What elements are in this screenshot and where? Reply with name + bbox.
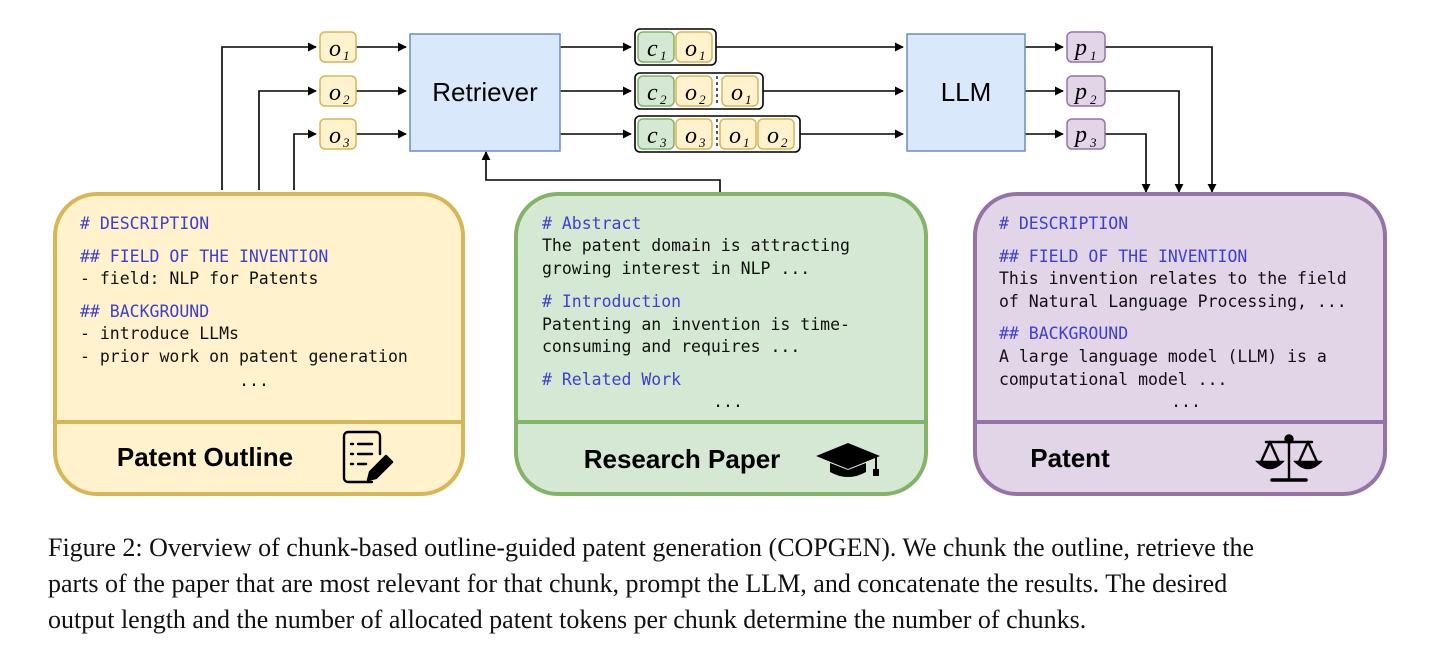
checklist-pen-icon <box>342 430 394 484</box>
output-chunk-token: p 1 <box>1066 31 1106 63</box>
caption-line: Figure 2: Overview of chunk-based outlin… <box>48 533 1255 562</box>
context-group: c 3 o 3 o 1 o 2 <box>634 115 801 153</box>
token-subscript: 1 <box>660 48 667 63</box>
token-subscript: 1 <box>743 135 750 150</box>
token-letter: c <box>647 123 658 149</box>
outline-line: ## BACKGROUND <box>80 302 209 321</box>
card-title: Patent <box>1030 443 1110 473</box>
outline-line: # DESCRIPTION <box>80 214 209 233</box>
llm-label: LLM <box>941 77 992 107</box>
context-group: c 1 o 1 <box>634 28 717 66</box>
paper-line: # Introduction <box>542 292 681 311</box>
output-chunk-token: p 2 <box>1066 75 1106 107</box>
token-subscript: 3 <box>342 135 350 150</box>
arrow-p3-to-patent <box>1105 133 1151 193</box>
paper-line: consuming and requires ... <box>542 337 800 356</box>
retriever-block: Retriever <box>409 33 561 152</box>
graduation-cap-icon <box>816 443 880 477</box>
patent-outline-card: # DESCRIPTION ## FIELD OF THE INVENTION … <box>53 192 465 496</box>
token-letter: c <box>647 80 658 106</box>
token-letter: o <box>685 80 697 106</box>
connector-arrows <box>221 42 1217 193</box>
figure-caption: Figure 2: Overview of chunk-based outlin… <box>48 530 1398 638</box>
patent-line: ## BACKGROUND <box>999 324 1128 343</box>
outline-chunks: o 1 o 2 o 3 <box>319 31 357 150</box>
token-letter: o <box>329 80 341 106</box>
token-subscript: 3 <box>1089 135 1097 150</box>
outline-line: ... <box>239 371 269 390</box>
outline-chunk-token: o 1 <box>319 31 357 63</box>
outline-chunk-token: o 3 <box>319 118 357 150</box>
caption-line: output length and the number of allocate… <box>48 605 1087 634</box>
outline-line: - introduce LLMs <box>80 324 239 343</box>
token-subscript: 2 <box>1090 92 1097 107</box>
arrow-paper-to-retriever <box>481 151 721 192</box>
arrow-outline-to-o1 <box>221 42 317 190</box>
patent-line: of Natural Language Processing, ... <box>999 292 1347 311</box>
patent-line: ## FIELD OF THE INVENTION <box>999 247 1247 266</box>
card-title: Research Paper <box>584 444 781 474</box>
context-group: c 2 o 2 o 1 <box>634 72 764 110</box>
token-letter: o <box>685 123 697 149</box>
copgen-diagram: o 1 o 2 o 3 Retriever c 1 o 1 c 2 o <box>53 28 1387 496</box>
paper-line: # Abstract <box>542 214 641 233</box>
token-letter: o <box>329 36 341 62</box>
token-subscript: 3 <box>698 135 706 150</box>
token-subscript: 1 <box>1090 48 1097 63</box>
token-letter: o <box>729 123 741 149</box>
paper-line: Patenting an invention is time- <box>542 315 850 334</box>
token-letter: o <box>767 123 779 149</box>
paper-line: # Related Work <box>542 370 681 389</box>
research-paper-card: # Abstract The patent domain is attracti… <box>514 192 928 496</box>
arrow-p1-to-patent <box>1105 46 1217 193</box>
arrow-outline-to-o3 <box>293 129 317 190</box>
outline-chunk-token: o 2 <box>319 75 357 107</box>
token-letter: p <box>1073 79 1087 105</box>
token-letter: p <box>1073 35 1087 61</box>
token-subscript: 1 <box>699 48 706 63</box>
token-subscript: 2 <box>781 135 788 150</box>
patent-card: # DESCRIPTION ## FIELD OF THE INVENTION … <box>973 192 1387 496</box>
card-title: Patent Outline <box>117 442 293 472</box>
token-subscript: 1 <box>745 92 752 107</box>
token-subscript: 2 <box>660 92 667 107</box>
token-subscript: 2 <box>343 92 350 107</box>
arrow-p2-to-patent <box>1105 90 1184 193</box>
token-letter: c <box>647 36 658 62</box>
retriever-label: Retriever <box>432 77 538 107</box>
patent-line: This invention relates to the field <box>999 269 1347 288</box>
arrow-outline-to-o2 <box>258 86 317 190</box>
output-chunks: p 1 p 2 p 3 <box>1066 31 1106 150</box>
token-subscript: 3 <box>659 135 667 150</box>
token-letter: o <box>685 36 697 62</box>
caption-line: parts of the paper that are most relevan… <box>48 569 1228 598</box>
patent-line: ... <box>1171 392 1201 411</box>
patent-line: # DESCRIPTION <box>999 214 1128 233</box>
patent-line: computational model ... <box>999 370 1227 389</box>
paper-line: The patent domain is attracting <box>542 236 850 255</box>
outline-line: - prior work on patent generation <box>80 347 408 366</box>
patent-line: A large language model (LLM) is a <box>999 347 1327 366</box>
token-subscript: 2 <box>699 92 706 107</box>
scales-icon <box>1255 434 1323 482</box>
token-subscript: 1 <box>343 48 350 63</box>
llm-block: LLM <box>906 33 1026 152</box>
token-letter: o <box>731 80 743 106</box>
paper-line: ... <box>713 392 743 411</box>
output-chunk-token: p 3 <box>1066 118 1106 150</box>
paper-line: growing interest in NLP ... <box>542 259 810 278</box>
outline-line: ## FIELD OF THE INVENTION <box>80 247 328 266</box>
token-letter: p <box>1073 122 1087 148</box>
token-letter: o <box>329 123 341 149</box>
outline-line: - field: NLP for Patents <box>80 269 318 288</box>
